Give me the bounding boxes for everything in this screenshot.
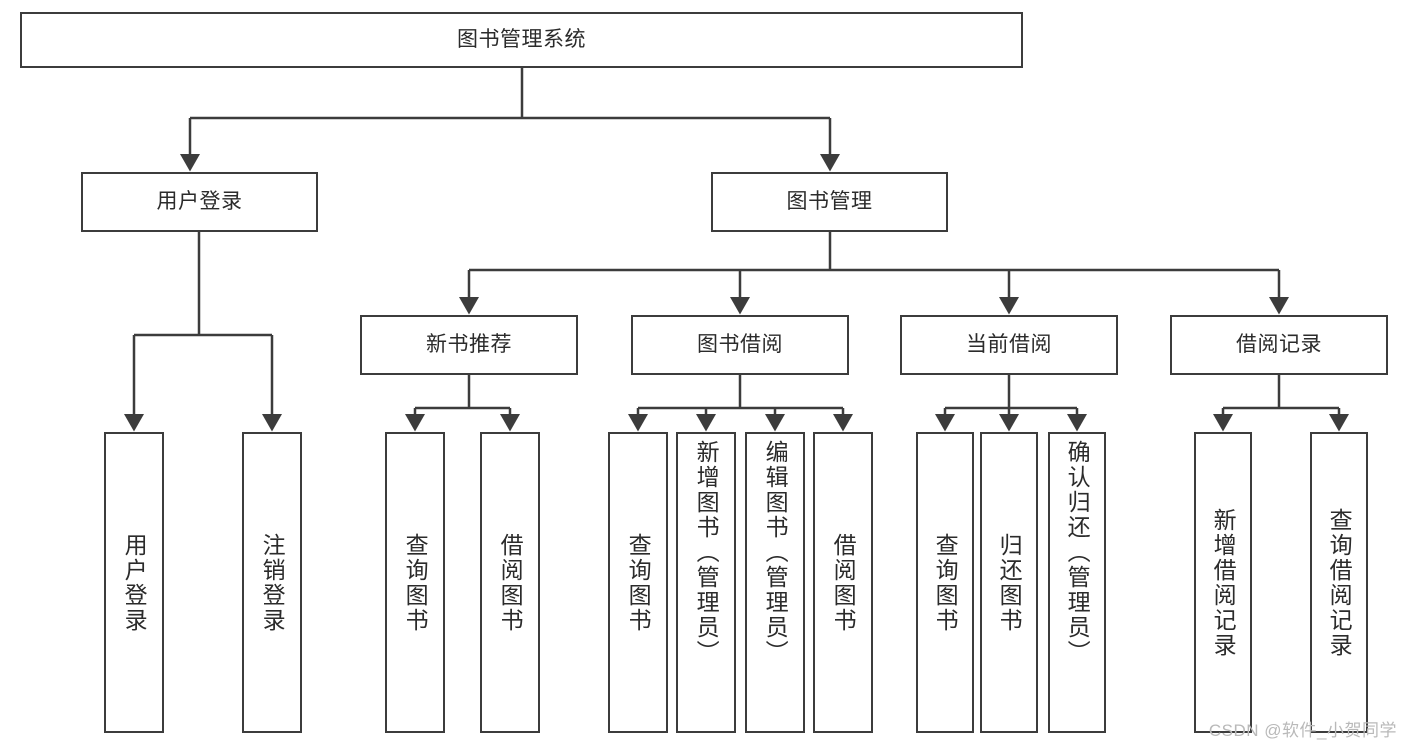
- leaf-current-borrow-return[interactable]: 归还图书: [980, 432, 1038, 733]
- leaf-book-borrow-query[interactable]: 查询图书: [608, 432, 668, 733]
- node-new-book-recommend[interactable]: 新书推荐: [360, 315, 578, 375]
- node-current-borrow[interactable]: 当前借阅: [900, 315, 1118, 375]
- node-book-management-label: 图书管理: [786, 189, 873, 213]
- leaf-borrow-record-query-label: 查询借阅记录: [1326, 507, 1353, 658]
- leaf-new-book-borrow-label: 借阅图书: [497, 532, 524, 633]
- leaf-book-borrow-query-label: 查询图书: [625, 532, 652, 633]
- leaf-borrow-record-add-label: 新增借阅记录: [1210, 507, 1237, 658]
- node-book-borrow[interactable]: 图书借阅: [631, 315, 849, 375]
- leaf-user-login-logout-label: 注销登录: [259, 532, 286, 633]
- node-book-borrow-label: 图书借阅: [697, 332, 783, 356]
- leaf-current-borrow-query[interactable]: 查询图书: [916, 432, 974, 733]
- node-new-book-recommend-label: 新书推荐: [426, 332, 512, 356]
- csdn-watermark: CSDN @软件_小贺同学: [1208, 721, 1397, 740]
- leaf-borrow-record-add[interactable]: 新增借阅记录: [1194, 432, 1252, 733]
- node-borrow-record[interactable]: 借阅记录: [1170, 315, 1388, 375]
- leaf-book-borrow-add-label: 新增图书（管理员）: [693, 440, 720, 665]
- leaf-current-borrow-confirm[interactable]: 确认归还（管理员）: [1048, 432, 1106, 733]
- leaf-book-borrow-edit-label: 编辑图书（管理员）: [762, 440, 789, 665]
- leaf-new-book-query-label: 查询图书: [402, 532, 429, 633]
- node-root[interactable]: 图书管理系统: [20, 12, 1023, 68]
- node-current-borrow-label: 当前借阅: [966, 332, 1052, 356]
- leaf-new-book-borrow[interactable]: 借阅图书: [480, 432, 540, 733]
- leaf-user-login-login[interactable]: 用户登录: [104, 432, 164, 733]
- node-borrow-record-label: 借阅记录: [1236, 332, 1322, 356]
- leaf-book-borrow-borrow[interactable]: 借阅图书: [813, 432, 873, 733]
- node-user-login[interactable]: 用户登录: [81, 172, 318, 232]
- leaf-user-login-logout[interactable]: 注销登录: [242, 432, 302, 733]
- leaf-book-borrow-add[interactable]: 新增图书（管理员）: [676, 432, 736, 733]
- leaf-current-borrow-confirm-label: 确认归还（管理员）: [1064, 440, 1091, 665]
- leaf-borrow-record-query[interactable]: 查询借阅记录: [1310, 432, 1368, 733]
- leaf-current-borrow-query-label: 查询图书: [932, 532, 959, 633]
- leaf-current-borrow-return-label: 归还图书: [996, 532, 1023, 633]
- leaf-user-login-login-label: 用户登录: [121, 532, 148, 633]
- node-root-label: 图书管理系统: [457, 27, 586, 51]
- leaf-book-borrow-borrow-label: 借阅图书: [830, 532, 857, 633]
- node-book-management[interactable]: 图书管理: [711, 172, 948, 232]
- node-user-login-label: 用户登录: [156, 189, 243, 213]
- leaf-book-borrow-edit[interactable]: 编辑图书（管理员）: [745, 432, 805, 733]
- leaf-new-book-query[interactable]: 查询图书: [385, 432, 445, 733]
